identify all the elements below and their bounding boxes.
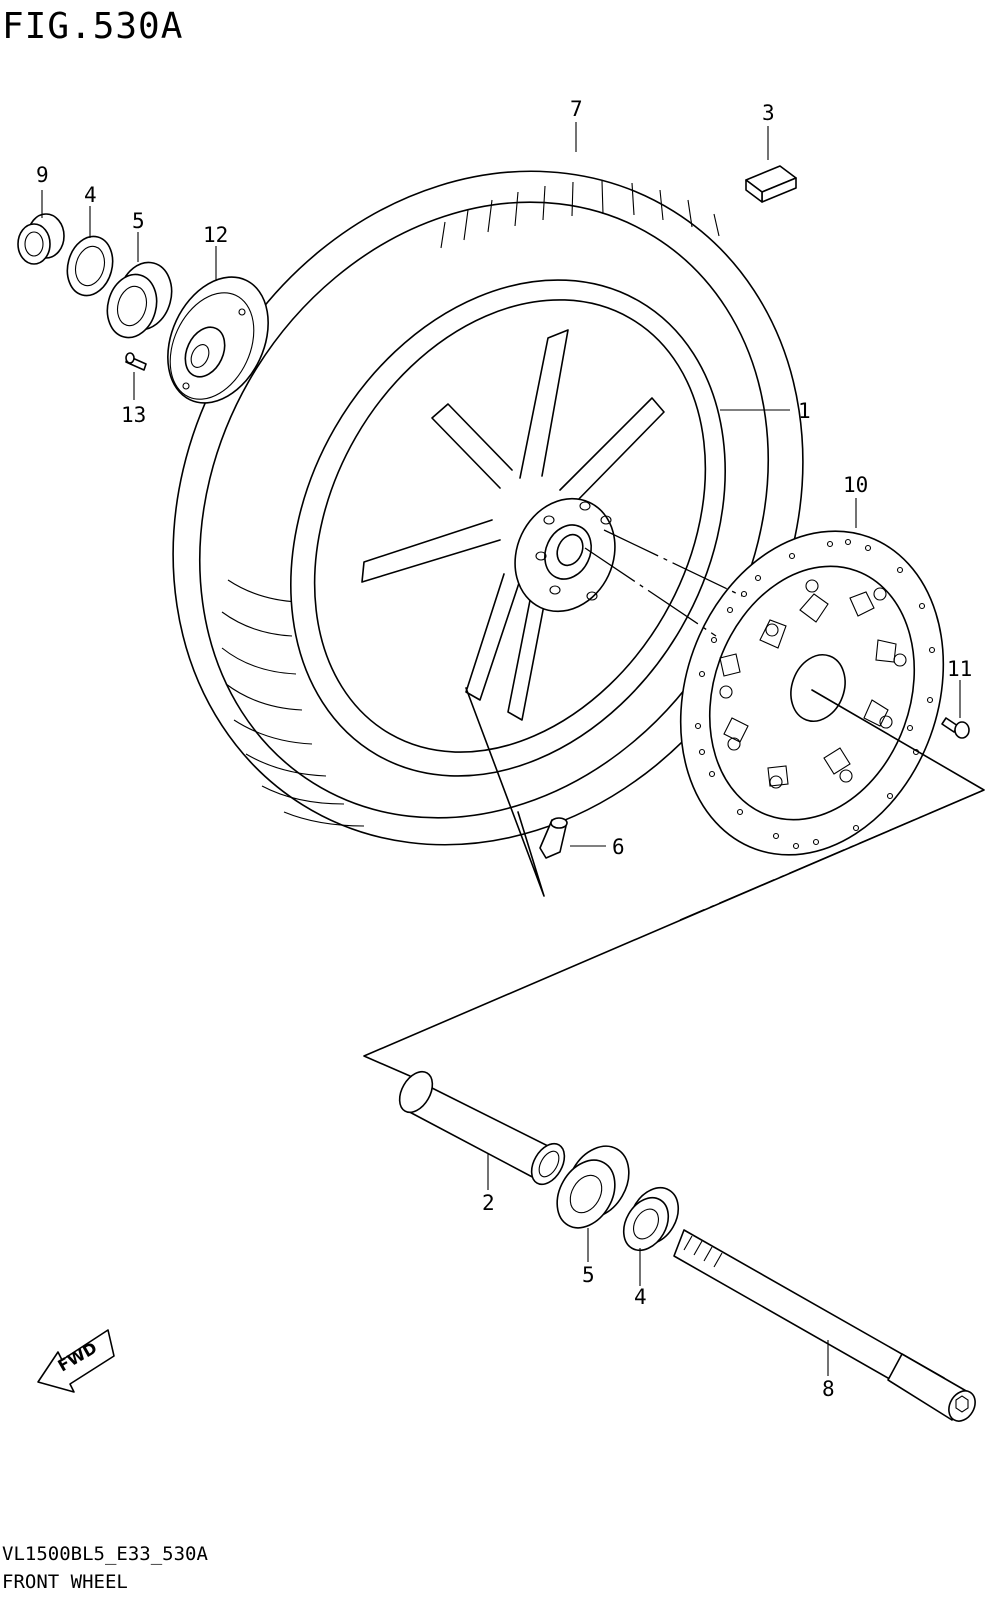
callout-5-bottom: 5 [582, 1263, 595, 1287]
spacer-plate[interactable] [148, 261, 287, 420]
callout-2: 2 [482, 1191, 495, 1215]
bearing-right[interactable] [545, 1135, 641, 1238]
callout-12: 12 [203, 223, 228, 247]
callout-4-bottom: 4 [634, 1285, 647, 1309]
dust-seal[interactable] [17, 213, 65, 265]
callout-13: 13 [121, 403, 146, 427]
callout-5-top: 5 [132, 209, 145, 233]
balance-weight[interactable] [745, 165, 797, 203]
screw-small[interactable] [125, 352, 147, 371]
callout-11: 11 [947, 657, 972, 681]
leader-lines [41, 122, 961, 1376]
figure-title: FIG.530A [2, 6, 183, 47]
callout-10: 10 [843, 473, 868, 497]
callout-7: 7 [570, 97, 583, 121]
fwd-arrow-icon: FWD [37, 1329, 115, 1393]
callout-6: 6 [612, 835, 625, 859]
callout-4-top: 4 [84, 183, 97, 207]
model-code: VL1500BL5_E33_530A [2, 1543, 208, 1565]
callout-8: 8 [822, 1377, 835, 1401]
tire-valve[interactable] [539, 817, 568, 859]
spacer-tube[interactable] [393, 1066, 571, 1190]
bearing-left[interactable] [101, 256, 179, 343]
brake-disc[interactable] [637, 494, 987, 892]
callouts: 1 2 3 4 4 5 5 6 7 8 9 10 11 12 13 [36, 97, 972, 1401]
oil-seal-left[interactable] [61, 231, 119, 300]
oil-seal-right[interactable] [615, 1179, 688, 1258]
section-name: FRONT WHEEL [2, 1571, 128, 1593]
callout-1: 1 [798, 399, 811, 423]
callout-9: 9 [36, 163, 49, 187]
front-axle[interactable] [673, 1229, 980, 1426]
disc-bolt[interactable] [941, 717, 970, 739]
assembly-lines [363, 529, 985, 1077]
wheel-rim[interactable] [204, 201, 812, 855]
callout-3: 3 [762, 101, 775, 125]
